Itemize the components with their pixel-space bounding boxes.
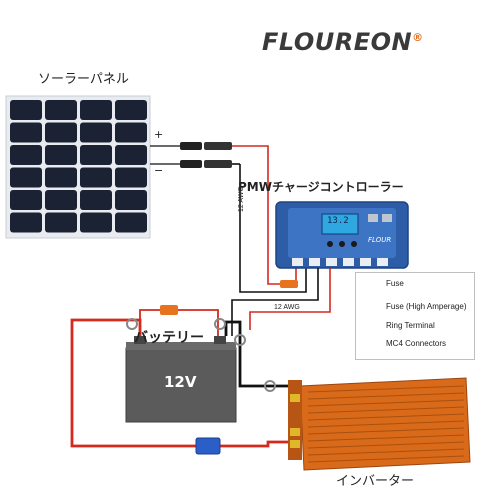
wire-gauge-label-vertical: 12 AWG [238,186,245,212]
controller-display: 13.2 [327,216,349,226]
solar-cell [80,190,112,210]
brand-logo: FLOUREON® [262,28,424,56]
solar-panel [5,95,151,239]
inverter-fin [307,427,465,435]
controller-fuse [280,280,298,288]
mc4-connectors [180,142,232,168]
battery-wires [70,309,292,448]
solar-panel-label: ソーラーパネル [38,72,129,87]
solar-cell [45,190,77,210]
legend-box: Fuse Fuse (High Amperage) Ring Terminal … [355,272,475,360]
solar-cell [45,212,77,233]
inverter-fin [307,406,465,414]
solar-cell [115,212,147,233]
charge-controller [275,201,409,269]
inverter [288,377,471,471]
registered-mark: ® [412,31,424,44]
solar-cell [45,122,77,143]
inverter-fin [307,448,465,456]
solar-cell [80,122,112,143]
solar-cell [80,145,112,165]
solar-cell [10,190,42,210]
inverter-fin [307,413,465,421]
legend-item-high-amperage-fuse: Fuse (High Amperage) [386,302,467,311]
controller-to-battery-wires [231,268,331,336]
solar-cell [80,167,112,188]
legend-item-fuse: Fuse [386,279,404,288]
ring-terminals [126,318,276,392]
controller-label: PMWチャージコントローラー [238,180,404,194]
battery-voltage: 12V [164,373,197,391]
solar-cell [10,212,42,233]
inverter-fin [307,441,465,449]
solar-cell [10,100,42,120]
battery-fuse [160,305,178,315]
inverter-fin [307,420,465,428]
battery-label: バッテリー [134,330,204,346]
solar-cell [115,190,147,210]
high-amperage-fuse [195,437,221,455]
solar-cell [45,167,77,188]
negative-sign: − [154,164,164,177]
panel-wires [150,145,307,293]
solar-cell [115,145,147,165]
wire-gauge-label-horizontal: 12 AWG [274,304,300,311]
positive-sign: + [154,128,164,141]
inverter-fin [307,385,465,393]
inverter-fin [307,434,465,442]
inverter-label: インバーター [336,474,415,489]
inverter-fin [307,392,465,400]
solar-cell [80,100,112,120]
solar-cell [45,145,77,165]
solar-cell [10,145,42,165]
solar-cell [80,212,112,233]
controller-terminal [377,258,388,266]
brand-name: FLOUREON [262,28,413,56]
solar-cell [115,100,147,120]
controller-terminal [309,258,320,266]
controller-brand: FLOUR [368,236,392,244]
solar-cell [45,100,77,120]
inverter-fin [307,455,465,463]
solar-cell [10,167,42,188]
legend-item-ring-terminal: Ring Terminal [386,321,435,330]
solar-cell [10,122,42,143]
controller-terminal [326,258,337,266]
legend-item-mc4: MC4 Connectors [386,339,447,348]
solar-cell [115,167,147,188]
controller-terminal [292,258,303,266]
battery [125,336,237,423]
controller-terminal [343,258,354,266]
controller-terminal [360,258,371,266]
inverter-fin [307,399,465,407]
solar-cell [115,122,147,143]
